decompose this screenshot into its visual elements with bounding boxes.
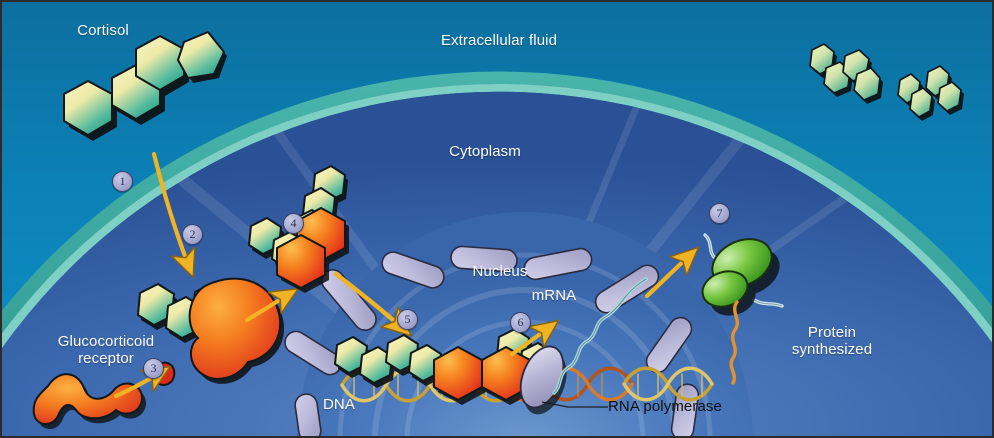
nuclear-envelope-pores: [284, 245, 700, 436]
cortisol-ring-d: [177, 31, 225, 79]
receptor-blob-free: [32, 373, 144, 425]
cortisol-molecule-free-1: [809, 43, 883, 104]
receptor-cortisol-complex: [188, 277, 285, 384]
mrna-strand-outline: [553, 278, 647, 394]
arrow-nuclear-import: [333, 271, 400, 326]
arrow-translation: [644, 257, 688, 299]
arrow-complex-translocation: [244, 296, 286, 323]
step-badge-3[interactable]: 3: [143, 358, 164, 379]
arrow-transcription: [509, 329, 547, 357]
glucocorticoid-receptor-free: [32, 373, 146, 430]
ribosome-protein-synthesis: [701, 233, 784, 385]
nascent-polypeptide: [729, 300, 739, 385]
step-badge-1[interactable]: 1: [112, 171, 133, 192]
step-badge-6[interactable]: 6: [510, 312, 531, 333]
step-badge-5[interactable]: 5: [397, 309, 418, 330]
cortisol-ring-c: [135, 35, 185, 91]
cortisol-molecule-free-2: [897, 65, 964, 121]
arrow-diffusion: [151, 151, 188, 264]
step-badge-2[interactable]: 2: [182, 224, 203, 245]
step-badge-4[interactable]: 4: [283, 213, 304, 234]
ribosome-small-subunit: [701, 270, 749, 308]
cortisol-molecule-large: [63, 31, 227, 141]
receptor-hex-lower: [276, 234, 326, 289]
rna-polymerase-leader-line: [541, 401, 608, 408]
cortisol-ring-a: [63, 80, 113, 136]
step-badge-7[interactable]: 7: [709, 203, 730, 224]
